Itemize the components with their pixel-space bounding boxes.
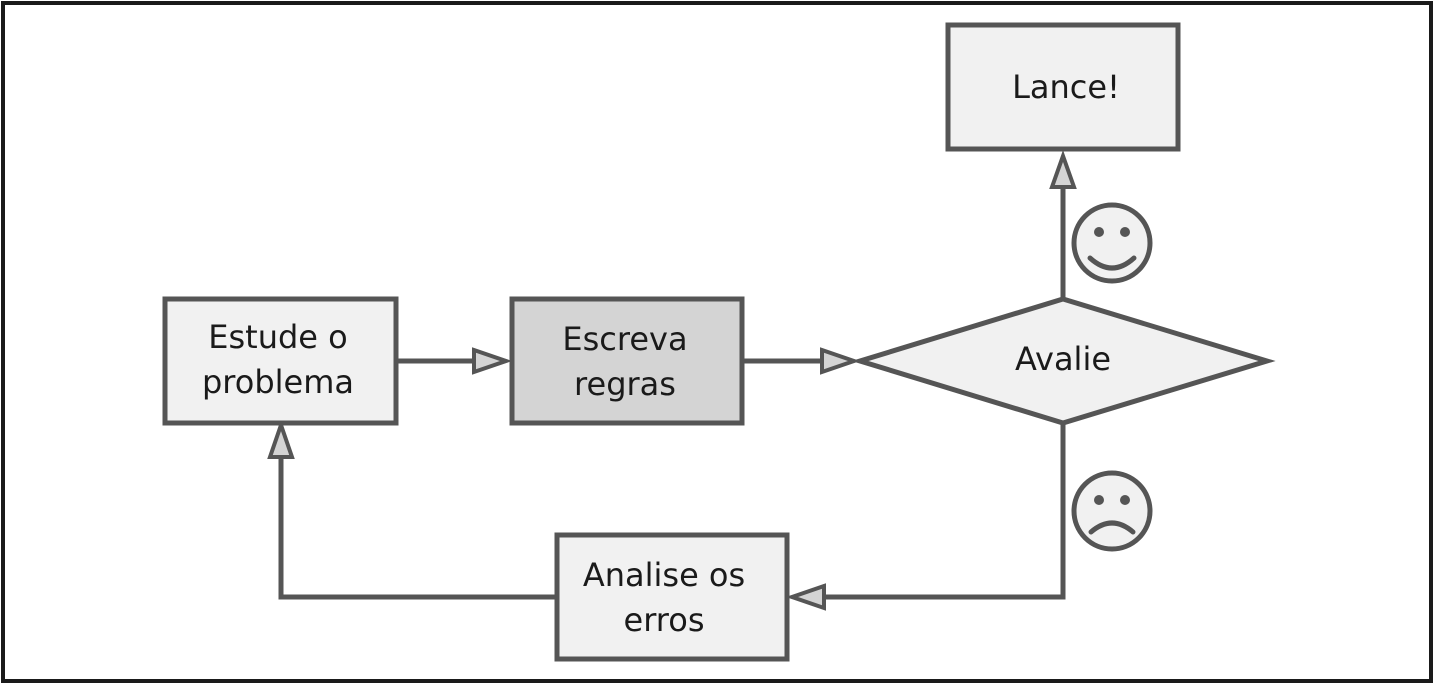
edge-analyze-to-study [278, 456, 557, 600]
node-evaluate-decision: Avalie [851, 296, 1276, 426]
edge-evaluate-to-analyze [824, 422, 1066, 600]
sad-face-icon [1071, 470, 1153, 552]
node-write-rules: Escreva regras [509, 296, 745, 426]
smiley-face-icon [1071, 202, 1153, 284]
node-study-line-1: Estude o [208, 318, 347, 356]
arrowhead-to-evaluate [820, 347, 861, 375]
arrowhead-to-analyze [785, 583, 826, 611]
arrowhead-to-write [472, 347, 513, 375]
arrowhead-to-study [267, 418, 295, 459]
node-study-problem: Estude o problema [162, 296, 399, 426]
node-launch: Lance! [945, 22, 1181, 152]
node-evaluate-label: Avalie [1015, 340, 1111, 378]
node-analyze-line-1: Analise os [583, 556, 745, 594]
node-write-line-2: regras [574, 365, 676, 403]
arrowhead-to-launch [1049, 150, 1077, 189]
node-analyze-errors: Analise os erros [554, 532, 790, 662]
node-launch-label: Lance! [1012, 68, 1120, 106]
node-analyze-line-2: erros [624, 601, 705, 639]
node-study-line-2: problema [202, 363, 354, 401]
node-write-line-1: Escreva [562, 320, 687, 358]
